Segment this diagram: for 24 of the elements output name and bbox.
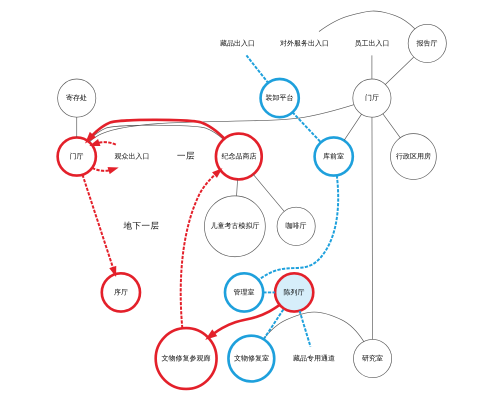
connector [263, 291, 275, 294]
label: 地下一层 [123, 222, 160, 232]
connector [382, 114, 401, 138]
connector [298, 310, 312, 347]
arrow [82, 174, 116, 277]
connector [372, 117, 373, 340]
arrow [205, 304, 280, 340]
connector [318, 10, 416, 32]
connector [344, 114, 362, 141]
connector [258, 175, 340, 281]
label: 一层 [177, 152, 196, 162]
arrow [89, 139, 116, 146]
arrow [180, 168, 222, 328]
connector [262, 308, 285, 340]
connector [263, 312, 364, 342]
connector [246, 54, 269, 84]
connector [252, 174, 284, 212]
connector [89, 104, 354, 142]
connector [236, 179, 238, 196]
connector [76, 117, 78, 138]
arrow [85, 118, 226, 144]
connector [385, 56, 414, 85]
connector [292, 112, 322, 143]
arrow [92, 167, 119, 174]
